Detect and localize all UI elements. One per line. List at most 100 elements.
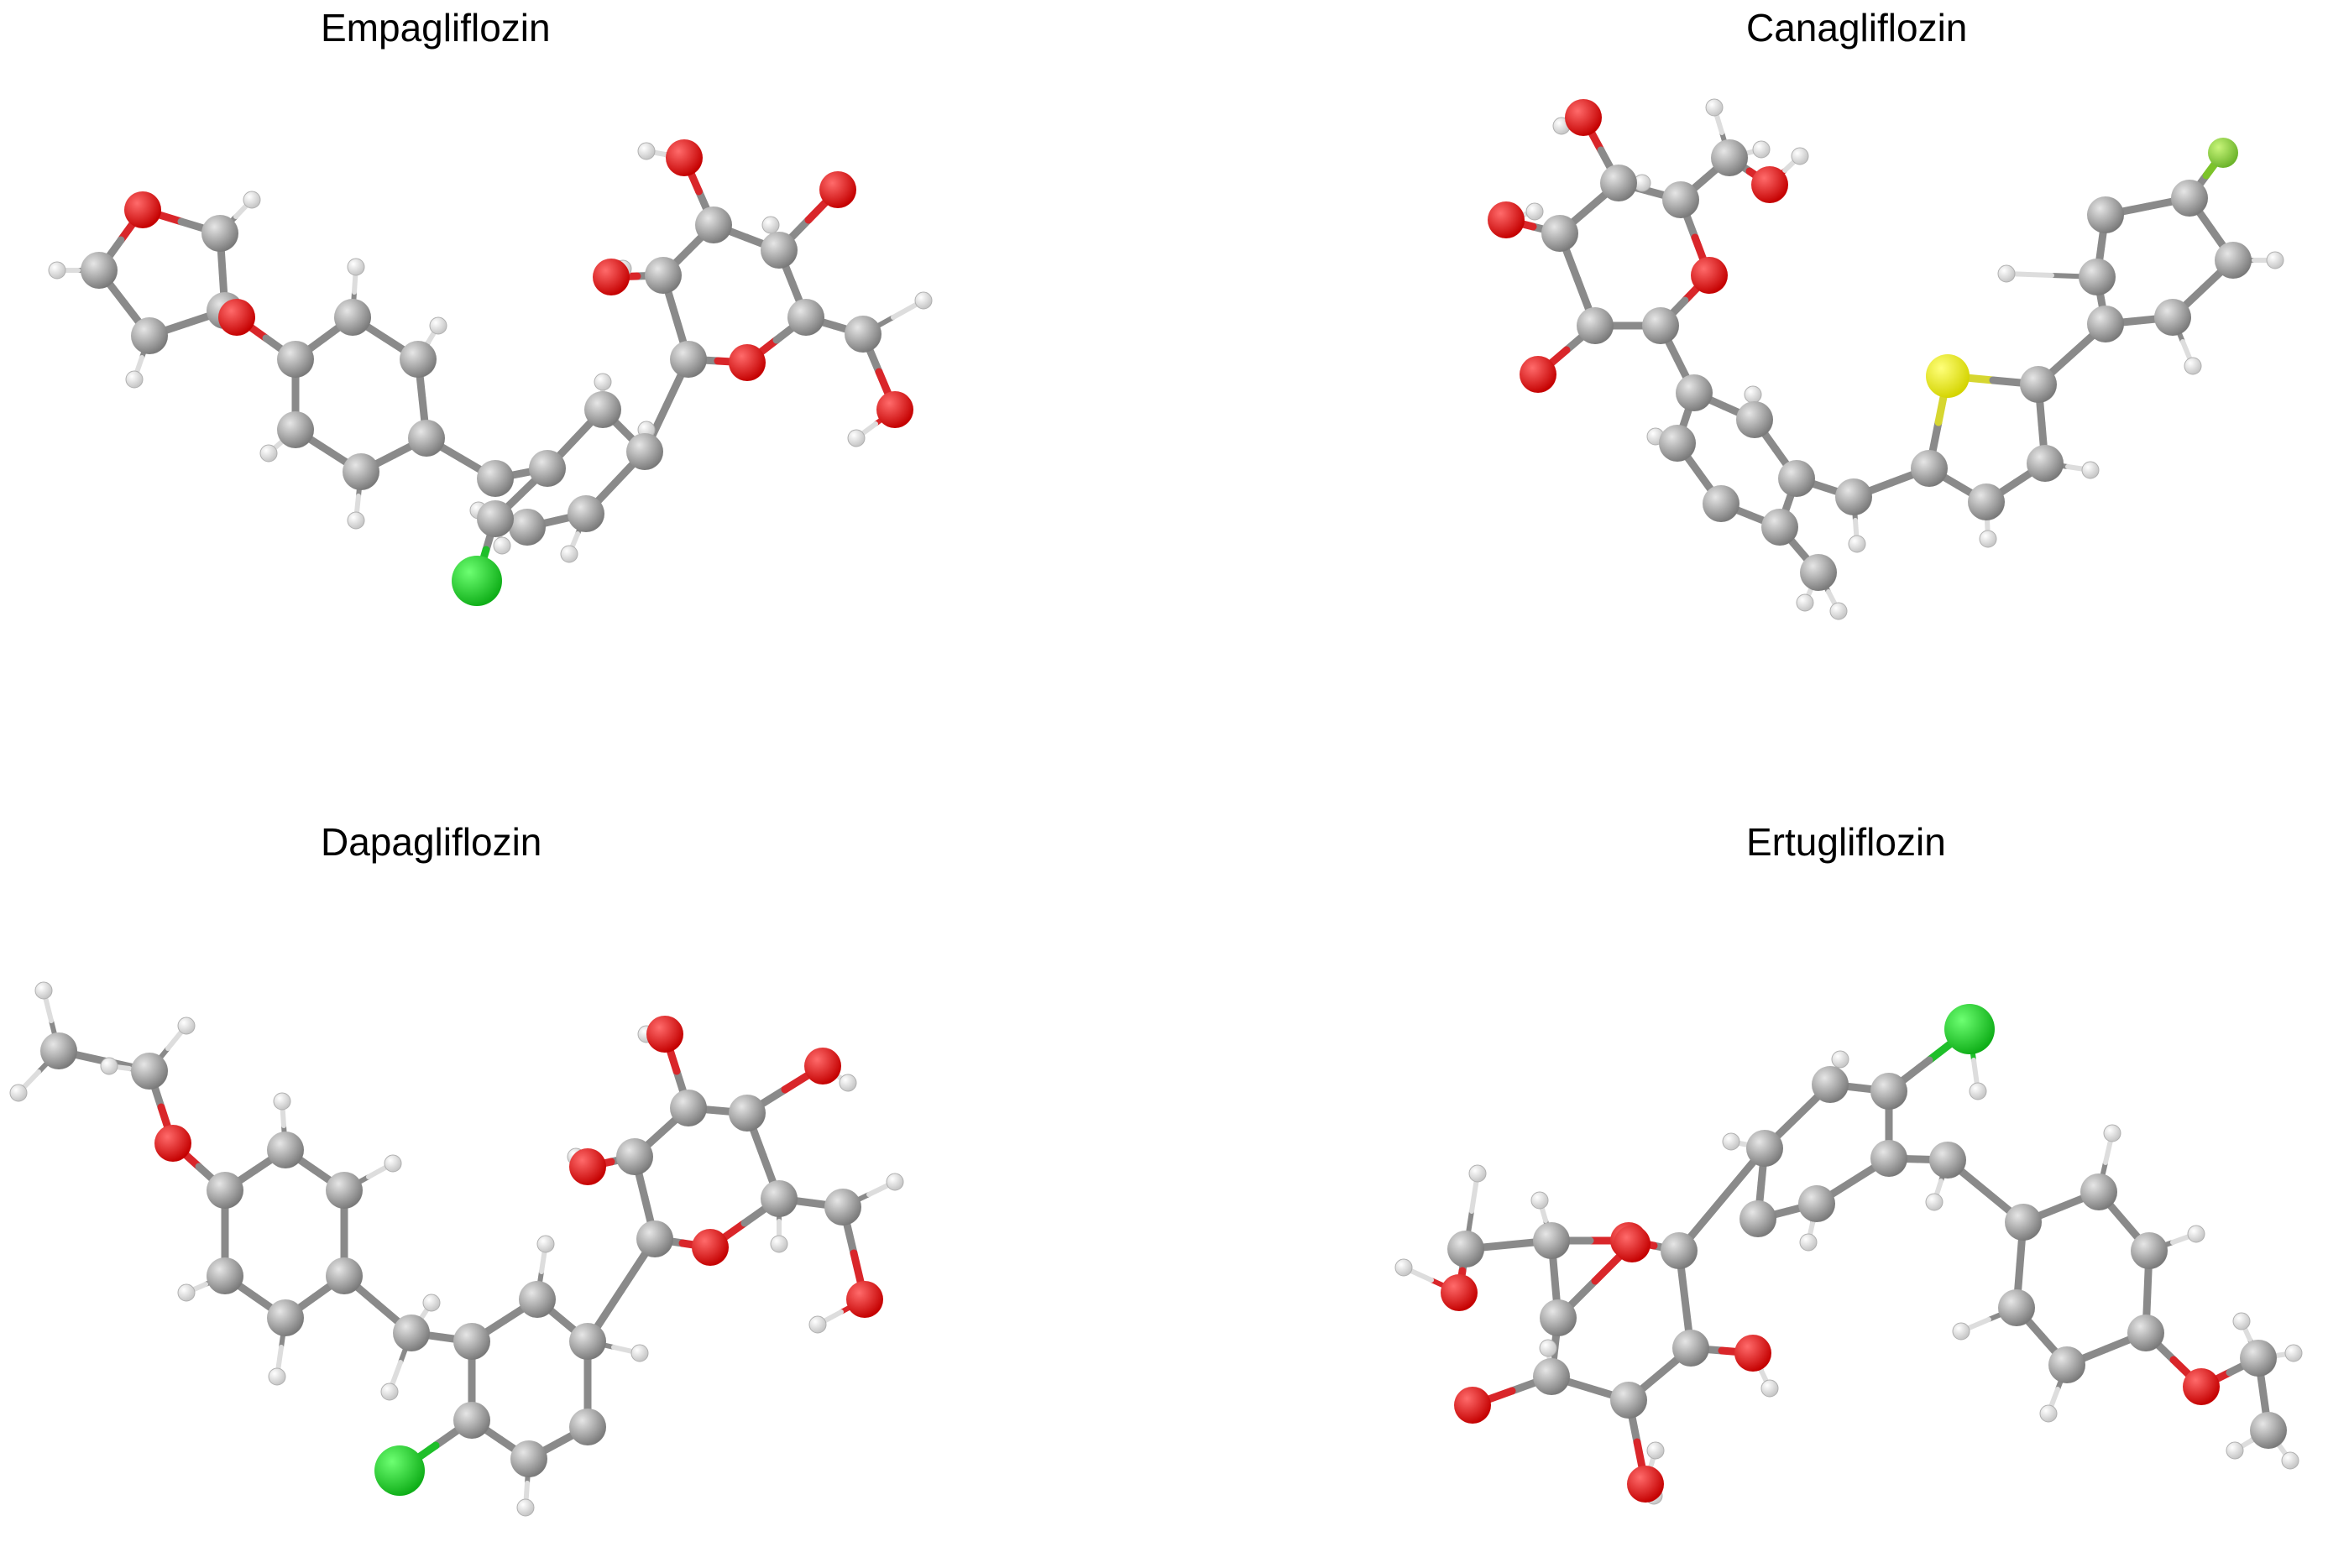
oxygen-atom xyxy=(846,1281,883,1318)
carbon-atom xyxy=(326,1257,363,1294)
carbon-atom xyxy=(326,1172,363,1209)
oxygen-atom xyxy=(876,391,913,428)
hydrogen-atom xyxy=(1799,1233,1818,1252)
oxygen-atom xyxy=(124,191,161,228)
hydrogen-atom xyxy=(177,1283,196,1302)
hydrogen-atom xyxy=(177,1017,196,1035)
hydrogen-atom xyxy=(268,1367,286,1386)
hydrogen-atom xyxy=(839,1074,857,1092)
carbon-atom xyxy=(645,257,682,294)
hydrogen-atom xyxy=(594,373,612,391)
hydrogen-atom xyxy=(2187,1225,2205,1243)
hydrogen-atom xyxy=(1925,1193,1943,1211)
hydrogen-atom xyxy=(380,1382,399,1401)
carbon-atom xyxy=(670,1090,707,1126)
oxygen-atom xyxy=(154,1125,191,1162)
hydrogen-atom xyxy=(2266,251,2284,269)
carbon-atom xyxy=(1746,1130,1783,1167)
oxygen-atom xyxy=(1454,1387,1491,1424)
hydrogen-atom xyxy=(1752,140,1771,159)
carbon-atom xyxy=(1672,1330,1709,1367)
carbon-atom xyxy=(1659,425,1696,462)
oxygen-atom xyxy=(1488,201,1525,238)
hydrogen-atom xyxy=(1969,1082,1987,1100)
oxygen-atom xyxy=(1734,1335,1771,1372)
chlorine-atom xyxy=(374,1445,425,1496)
hydrogen-atom xyxy=(2039,1404,2058,1423)
hydrogen-atom xyxy=(259,444,278,463)
carbon-atom xyxy=(393,1315,430,1351)
hydrogen-atom xyxy=(493,536,511,555)
hydrogen-atom xyxy=(1791,147,1809,165)
carbon-atom xyxy=(334,299,371,336)
carbon-atom xyxy=(2240,1340,2277,1377)
hydrogen-atom xyxy=(914,291,933,310)
carbon-atom xyxy=(400,341,437,378)
carbon-atom xyxy=(636,1220,673,1257)
hydrogen-atom xyxy=(347,258,365,276)
oxygen-atom xyxy=(569,1148,606,1185)
hydrogen-atom xyxy=(2226,1441,2244,1460)
carbon-atom xyxy=(131,317,168,354)
carbon-atom xyxy=(529,450,566,487)
carbon-atom xyxy=(1600,165,1637,201)
carbon-atom xyxy=(1533,1222,1570,1259)
hydrogen-atom xyxy=(1394,1258,1413,1277)
hydrogen-atom xyxy=(1646,1441,1665,1460)
panel-title: Empagliflozin xyxy=(321,6,551,50)
carbon-atom xyxy=(207,1172,243,1209)
oxygen-atom xyxy=(1614,1226,1651,1262)
oxygen-atom xyxy=(2183,1368,2220,1405)
oxygen-atom xyxy=(1520,356,1556,393)
panel-canagliflozin: Canagliflozin xyxy=(1164,0,2327,754)
hydrogen-atom xyxy=(1705,98,1724,117)
carbon-atom xyxy=(1662,181,1699,218)
panel-dapagliflozin: Dapagliflozin xyxy=(0,814,1164,1568)
oxygen-atom xyxy=(692,1229,729,1266)
carbon-atom xyxy=(1812,1066,1849,1103)
carbon-atom xyxy=(1447,1231,1484,1267)
carbon-atom xyxy=(584,391,621,428)
carbon-atom xyxy=(1911,450,1948,487)
hydrogen-atom xyxy=(1979,530,1997,548)
hydrogen-atom xyxy=(516,1498,535,1517)
carbon-atom xyxy=(2079,259,2116,295)
carbon-atom xyxy=(519,1281,556,1318)
oxygen-atom xyxy=(819,171,856,208)
molecule-dapagliflozin xyxy=(9,981,904,1517)
oxygen-atom xyxy=(666,139,703,176)
carbon-atom xyxy=(1739,1200,1776,1237)
hydrogen-atom xyxy=(1831,1050,1849,1069)
hydrogen-atom xyxy=(560,545,578,563)
oxygen-atom xyxy=(804,1048,841,1085)
carbon-atom xyxy=(729,1095,766,1132)
carbon-atom xyxy=(569,1323,606,1360)
carbon-atom xyxy=(81,252,118,289)
carbon-atom xyxy=(1798,1185,1835,1222)
carbon-atom xyxy=(408,420,445,457)
carbon-atom xyxy=(1661,1232,1698,1269)
hydrogen-atom xyxy=(1468,1164,1487,1183)
carbon-atom xyxy=(568,495,604,532)
hydrogen-atom xyxy=(34,981,53,1000)
carbon-atom xyxy=(453,1323,490,1360)
carbon-atom xyxy=(1642,307,1679,344)
carbon-atom xyxy=(1800,554,1837,591)
panel-empagliflozin: Empagliflozin xyxy=(0,0,1164,754)
hydrogen-atom xyxy=(384,1154,402,1173)
carbon-atom xyxy=(761,232,798,269)
carbon-atom xyxy=(1703,485,1739,522)
carbon-atom xyxy=(477,500,514,537)
molecule-ertugliflozin xyxy=(1394,1004,2303,1505)
carbon-atom xyxy=(695,206,732,243)
oxygen-atom xyxy=(1627,1466,1664,1503)
carbon-atom xyxy=(670,341,707,378)
carbon-atom xyxy=(2131,1232,2168,1269)
carbon-atom xyxy=(277,411,314,448)
hydrogen-atom xyxy=(2284,1344,2303,1362)
hydrogen-atom xyxy=(2184,357,2202,375)
hydrogen-atom xyxy=(1760,1379,1779,1398)
carbon-atom xyxy=(2171,180,2208,217)
hydrogen-atom xyxy=(243,191,261,209)
hydrogen-atom xyxy=(1796,593,1814,612)
